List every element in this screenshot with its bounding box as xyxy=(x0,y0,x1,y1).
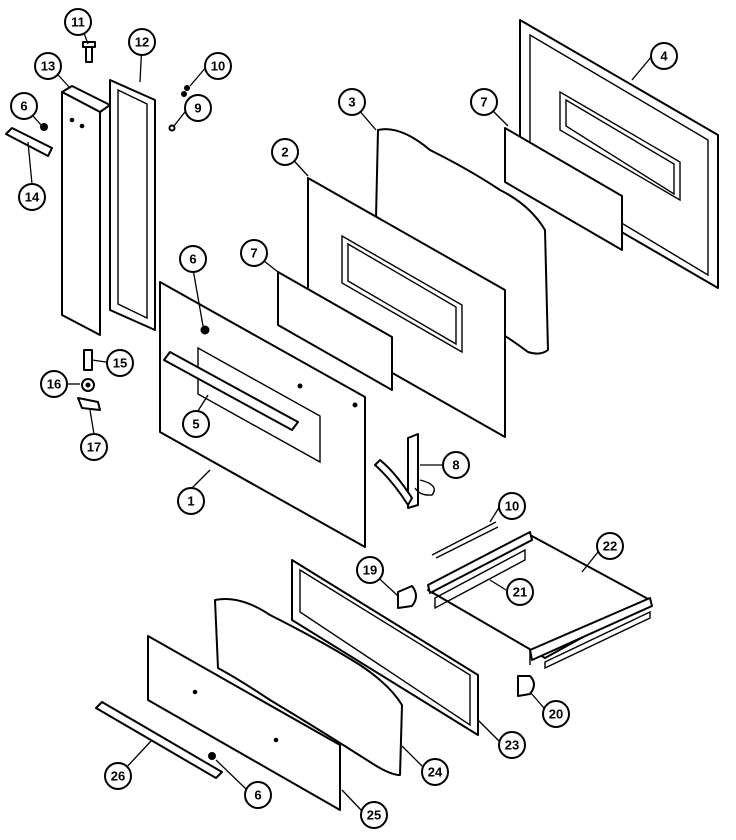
callout-label-26: 26 xyxy=(111,769,125,784)
callout-label-6a: 6 xyxy=(20,99,27,114)
callout-label-20: 20 xyxy=(549,707,563,722)
callout-label-10a: 10 xyxy=(211,59,225,74)
callout-label-7b: 7 xyxy=(250,246,257,261)
callout-label-16: 16 xyxy=(47,377,61,392)
part-side-trim xyxy=(61,85,111,336)
part-drawer-front xyxy=(147,635,341,811)
part-drawer-insulation xyxy=(214,598,403,776)
part-door-glass-upper xyxy=(504,127,623,251)
part-drawer-trim xyxy=(95,701,223,779)
callout-16: 16 xyxy=(40,370,68,398)
part-door-assembly xyxy=(159,281,366,548)
callout-24: 24 xyxy=(421,758,449,786)
hardware-small-parts xyxy=(40,41,190,411)
part-bracket-19 xyxy=(397,585,417,609)
callout-1: 1 xyxy=(177,487,205,515)
callout-26: 26 xyxy=(104,762,132,790)
callout-2: 2 xyxy=(271,138,299,166)
part-side-frame xyxy=(109,79,156,331)
part-spring-rod xyxy=(431,521,499,559)
callout-label-8: 8 xyxy=(452,458,459,473)
callout-11: 11 xyxy=(64,8,92,36)
callout-3: 3 xyxy=(338,88,366,116)
callout-6-door: 6 xyxy=(179,245,207,273)
callout-label-24: 24 xyxy=(428,765,443,780)
callout-label-21: 21 xyxy=(513,585,527,600)
callout-label-1: 1 xyxy=(187,494,194,509)
callout-20: 20 xyxy=(542,700,570,728)
callout-label-22: 22 xyxy=(603,539,617,554)
callout-label-3: 3 xyxy=(348,95,355,110)
part-inner-door-panel xyxy=(307,177,506,438)
callout-label-10b: 10 xyxy=(505,499,519,514)
callout-label-5: 5 xyxy=(192,417,199,432)
callout-label-12: 12 xyxy=(135,35,149,50)
callout-19: 19 xyxy=(356,556,384,584)
callout-6-upper-left: 6 xyxy=(10,92,38,120)
callout-label-7a: 7 xyxy=(480,95,487,110)
callout-9: 9 xyxy=(184,94,212,122)
callout-label-13: 13 xyxy=(41,59,55,74)
callout-13: 13 xyxy=(34,52,62,80)
callout-label-19: 19 xyxy=(363,563,377,578)
callout-22: 22 xyxy=(596,532,624,560)
drawer-screw-dot xyxy=(208,752,216,760)
part-door-glass-lower xyxy=(277,271,393,391)
callout-17: 17 xyxy=(80,433,108,461)
door-screw-dot xyxy=(200,325,210,335)
callout-6-drawer: 6 xyxy=(244,781,272,809)
callout-label-6b: 6 xyxy=(189,252,196,267)
part-trim-piece-14 xyxy=(5,127,53,157)
callout-label-6c: 6 xyxy=(254,788,261,803)
part-bracket-20 xyxy=(517,675,535,697)
callout-label-15: 15 xyxy=(113,356,127,371)
callout-12: 12 xyxy=(128,28,156,56)
callout-21: 21 xyxy=(506,578,534,606)
part-drawer-assembly xyxy=(427,531,653,670)
callout-10-drawer: 10 xyxy=(498,492,526,520)
callout-label-4: 4 xyxy=(660,49,668,64)
part-outer-door-panel xyxy=(519,19,719,289)
callout-4: 4 xyxy=(650,42,678,70)
part-hinge xyxy=(374,433,435,509)
callout-7-lower: 7 xyxy=(240,239,268,267)
callout-14: 14 xyxy=(18,183,46,211)
callout-label-25: 25 xyxy=(367,808,381,823)
callout-label-23: 23 xyxy=(505,738,519,753)
screw-6-upper-left xyxy=(40,123,48,131)
callout-label-17: 17 xyxy=(87,440,101,455)
callout-10-upper: 10 xyxy=(204,52,232,80)
callout-label-11: 11 xyxy=(71,15,85,30)
callout-label-2: 2 xyxy=(281,145,288,160)
callout-label-9: 9 xyxy=(194,101,201,116)
part-drawer-frame xyxy=(291,559,479,736)
callout-7-upper: 7 xyxy=(470,88,498,116)
callout-5: 5 xyxy=(182,410,210,438)
callout-23: 23 xyxy=(498,731,526,759)
callout-25: 25 xyxy=(360,801,388,829)
callout-label-14: 14 xyxy=(25,190,40,205)
callout-8: 8 xyxy=(442,451,470,479)
callout-15: 15 xyxy=(106,349,134,377)
